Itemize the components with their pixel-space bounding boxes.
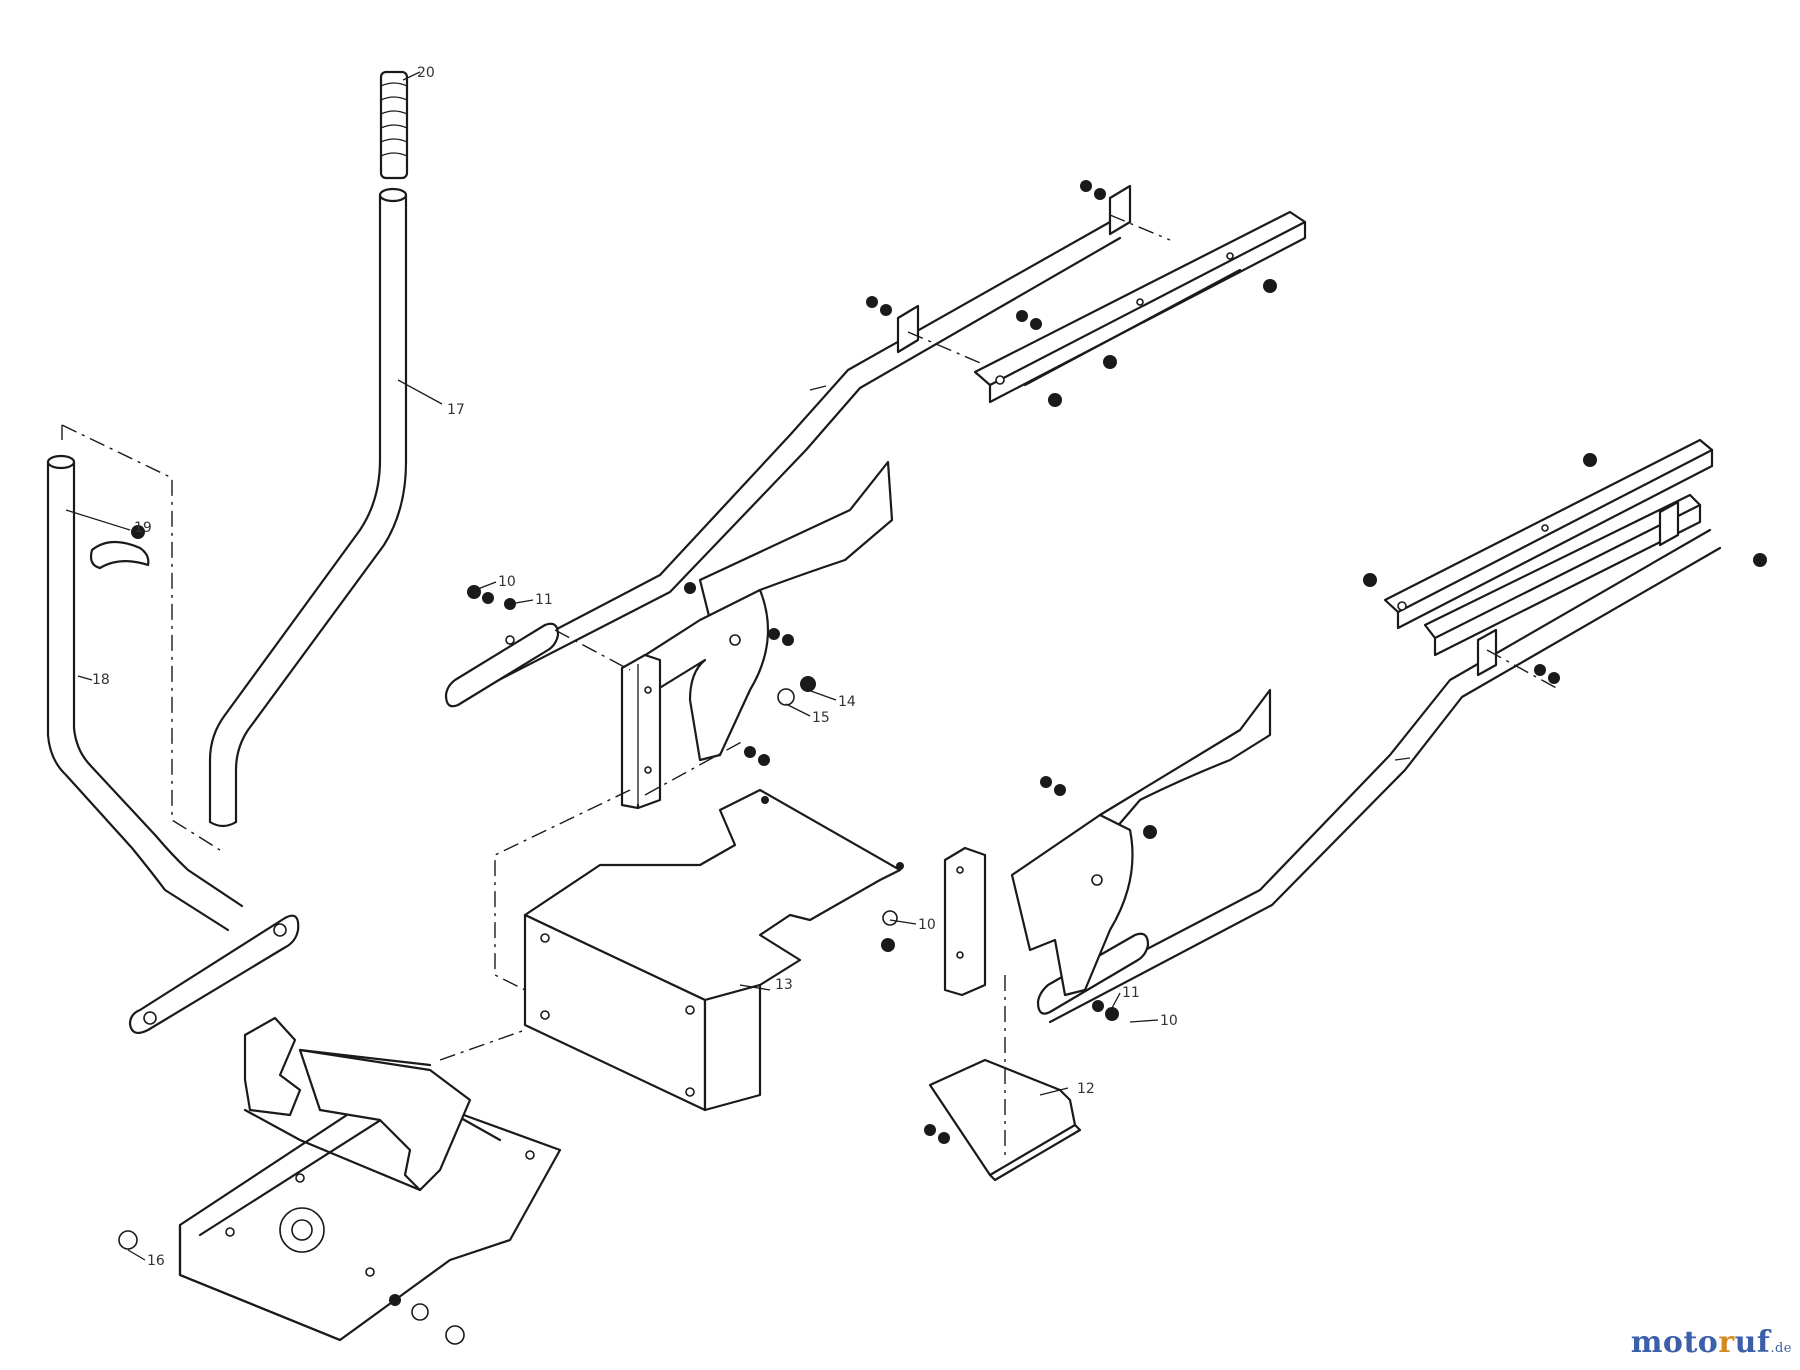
part-17-lift-lever xyxy=(208,187,443,828)
lower-cross-plate xyxy=(1383,438,1714,657)
upper-bracket xyxy=(620,460,894,762)
motoruf-watermark-logo: motoruf.de xyxy=(1631,1325,1792,1360)
upper-frame-rail xyxy=(444,184,1132,708)
upper-front-bracket xyxy=(620,653,662,810)
part-20-handle-grip xyxy=(379,70,421,180)
callouts: 20 17 19 18 10 11 14 15 10 13 11 10 12 1… xyxy=(92,65,1178,1269)
callout-19: 19 xyxy=(134,520,152,536)
part-19-clip xyxy=(65,509,150,570)
watermark-accent: r xyxy=(1718,1325,1735,1360)
assembly-lines xyxy=(439,214,1561,1160)
callout-11-lower: 11 xyxy=(1122,985,1140,1001)
upper-cross-plate xyxy=(973,210,1307,404)
callout-16: 16 xyxy=(147,1253,165,1269)
watermark-main: moto xyxy=(1630,1325,1719,1360)
lower-bracket xyxy=(943,688,1272,997)
callout-13: 13 xyxy=(775,977,793,993)
watermark-suffix: .de xyxy=(1770,1341,1792,1356)
callout-10-middle: 10 xyxy=(918,917,936,933)
callout-10-upper: 10 xyxy=(498,574,516,590)
callout-20: 20 xyxy=(417,65,435,81)
lower-frame-rail xyxy=(1036,528,1722,1024)
callout-14: 14 xyxy=(838,694,856,710)
callout-15: 15 xyxy=(812,710,830,726)
leader-lines xyxy=(127,581,1159,1261)
part-12-bracket xyxy=(928,1058,1082,1182)
watermark-rest: uf xyxy=(1734,1325,1771,1360)
part-13-center-pan xyxy=(523,788,904,1112)
callout-12: 12 xyxy=(1077,1081,1095,1097)
part-18-lever-arm xyxy=(46,454,300,1035)
callout-11-upper: 11 xyxy=(535,592,553,608)
callout-10-lower: 10 xyxy=(1160,1013,1178,1029)
callout-18: 18 xyxy=(92,672,110,688)
mounting-base xyxy=(178,1016,562,1342)
callout-17: 17 xyxy=(447,402,465,418)
fasteners xyxy=(118,180,1767,1345)
